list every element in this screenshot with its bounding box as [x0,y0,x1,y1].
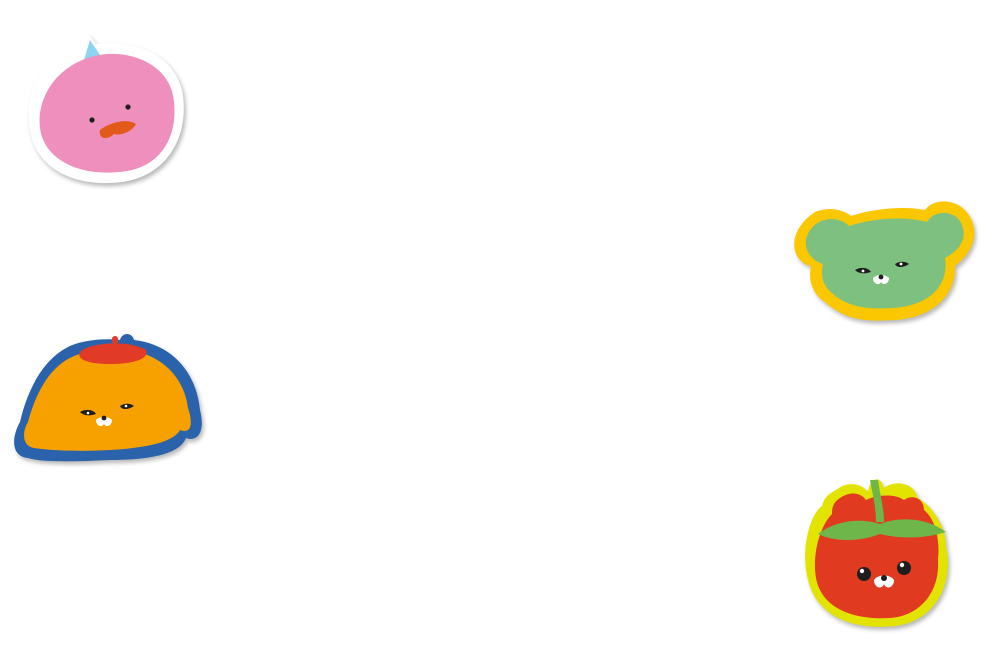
duck-beak [99,121,136,139]
green-mouse-sticker-icon [785,192,980,327]
orange-dog-sticker-icon [10,330,210,470]
pink-duck-sticker-icon [22,30,192,190]
dog-muzzle [96,417,112,427]
tomato-left-eye [857,567,871,581]
tomato-right-eye [897,561,911,575]
mouse-muzzle [873,275,889,285]
tomato-stem [870,480,884,522]
dog-beret [79,343,147,364]
dog-nose [101,415,107,421]
mouse-nose [878,274,884,280]
tomato-muzzle [874,575,894,588]
tomato-nose [881,575,887,581]
tomato-leaves [818,519,946,540]
duck-left-eye [89,117,95,123]
duck-right-eye [125,104,131,110]
red-tomato-bear-sticker-icon [800,470,960,635]
